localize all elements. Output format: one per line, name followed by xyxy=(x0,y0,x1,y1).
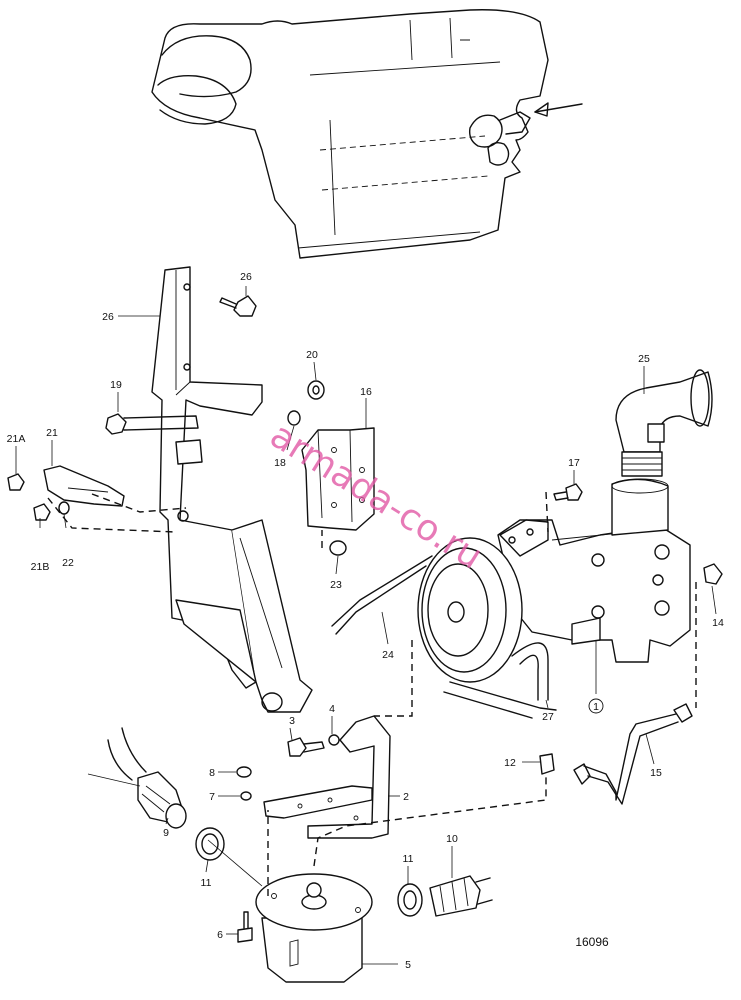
pipe-14 xyxy=(539,703,693,805)
callout-11-right: 11 xyxy=(403,853,414,865)
callout-16: 17 xyxy=(568,457,580,469)
hose-26 xyxy=(511,642,549,701)
callout-5: 5 xyxy=(405,959,411,971)
callout-labels: 26 26 20 16 19 18 21A 21 21B 22 23 17 25… xyxy=(7,271,724,971)
ring-11-right-and-fitting-10 xyxy=(397,875,493,917)
callout-14: 15 xyxy=(650,767,662,779)
callout-1: 1 xyxy=(593,701,599,713)
watermark: armada-co.ru xyxy=(263,415,490,578)
callout-18: 19 xyxy=(110,379,122,391)
hose-27 xyxy=(107,727,187,829)
callout-15: 16 xyxy=(360,386,372,398)
callout-4: 4 xyxy=(329,703,335,715)
callout-21a: 21B xyxy=(31,561,50,573)
assembly-lines xyxy=(47,491,697,896)
callout-21b: 22 xyxy=(62,557,74,569)
callout-7: 7 xyxy=(209,791,215,803)
callout-8: 8 xyxy=(209,767,215,779)
callout-19: 20 xyxy=(306,349,318,361)
callout-3: 3 xyxy=(289,715,295,727)
callout-10: 10 xyxy=(446,833,458,845)
ring-11-left xyxy=(195,827,225,861)
bracket-25 xyxy=(151,266,313,713)
callout-12: 12 xyxy=(504,757,516,769)
callout-21: 21A xyxy=(7,433,26,445)
circled-marker xyxy=(588,698,604,714)
elbow-24 xyxy=(615,369,713,477)
pump-body-5 xyxy=(255,873,373,983)
pulley xyxy=(417,537,523,683)
callout-9: 9 xyxy=(163,827,169,839)
callout-2: 2 xyxy=(403,791,409,803)
callout-24: 25 xyxy=(638,353,650,365)
sea-water-pump xyxy=(497,478,691,663)
strap-20 xyxy=(43,465,125,507)
drawing-number: 16096 xyxy=(575,935,609,949)
callout-6: 6 xyxy=(217,929,223,941)
engine-overview xyxy=(151,9,583,259)
bracket-15 xyxy=(301,427,375,531)
callout-23: 24 xyxy=(382,649,394,661)
fasteners xyxy=(7,295,723,943)
bracket-2 xyxy=(263,715,391,839)
leader-lines xyxy=(15,286,717,965)
callout-20: 21 xyxy=(46,427,58,439)
v-belt-23 xyxy=(331,555,557,719)
callout-13: 14 xyxy=(712,617,724,629)
callout-25: 26 xyxy=(102,311,114,323)
callout-11-left: 11 xyxy=(201,877,212,889)
callout-22: 23 xyxy=(330,579,342,591)
callout-17: 18 xyxy=(274,457,286,469)
callout-26-bottom: 27 xyxy=(542,711,554,723)
callout-26-top: 26 xyxy=(240,271,252,283)
